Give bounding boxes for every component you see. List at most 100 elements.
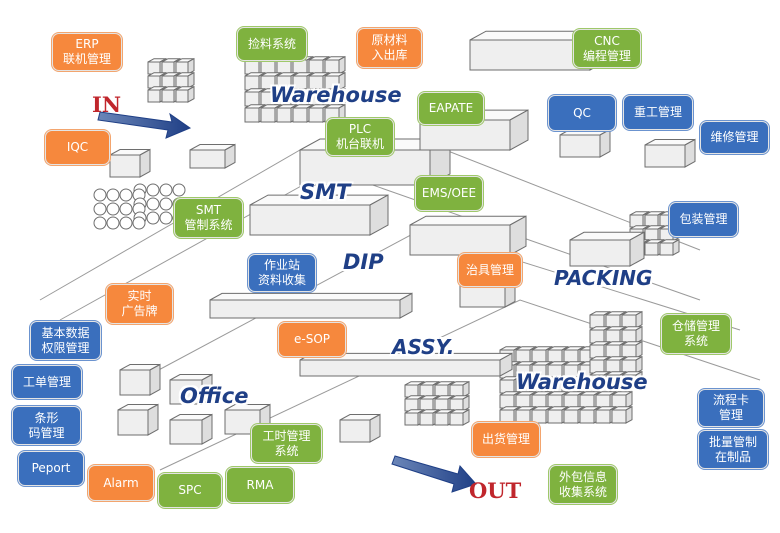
rack-warehouse-bottom-front — [547, 394, 563, 409]
desk-side — [224, 143, 236, 169]
tag-rma[interactable]: RMA — [226, 467, 294, 503]
iqc-desk-side — [139, 148, 151, 178]
tag-peport[interactable]: Peport — [18, 451, 84, 486]
reel — [106, 188, 120, 202]
reel — [146, 211, 160, 225]
reel — [159, 197, 173, 211]
reel — [93, 202, 107, 216]
rack-storage-front — [621, 344, 637, 359]
rack-warehouse-top-front — [292, 107, 308, 123]
tag-qc[interactable]: QC — [548, 95, 616, 131]
tag-raw-material[interactable]: 原材料 入出库 — [357, 28, 422, 68]
tag-basic-data[interactable]: 基本数据 权限管理 — [30, 321, 101, 360]
reel — [146, 183, 160, 197]
area-warehouse-bottom: Warehouse — [516, 370, 648, 394]
reel — [106, 216, 120, 230]
tag-plc[interactable]: PLC 机台联机 — [326, 118, 394, 156]
rack-storage-front — [589, 329, 605, 344]
reel — [106, 202, 120, 216]
dip-machine-front — [409, 224, 511, 256]
box-stack-out-front — [404, 412, 419, 426]
tag-batch[interactable]: 批量管制 在制品 — [698, 430, 768, 469]
in-label: IN — [92, 92, 122, 117]
assy-conveyor-2-side — [499, 352, 513, 377]
box-stack-packing-front — [644, 242, 659, 256]
reel — [119, 216, 133, 230]
rack-storage-front — [605, 314, 621, 329]
tag-fixture[interactable]: 治具管理 — [458, 253, 522, 287]
rack-storage-front — [621, 314, 637, 329]
rack-storage-side — [635, 355, 643, 374]
box-stack-packing-side — [672, 238, 680, 256]
tag-work-order[interactable]: 工单管理 — [12, 365, 82, 399]
tag-shipping[interactable]: 出货管理 — [472, 422, 540, 457]
tag-eapate[interactable]: EAPATE — [418, 92, 484, 125]
rack-warehouse-bottom-front — [547, 409, 563, 424]
smt-line-side — [369, 194, 389, 236]
office-desk-6-front — [339, 419, 371, 443]
rack-warehouse-top-front — [276, 107, 292, 123]
assy-conveyor-1-side — [399, 292, 413, 319]
packing-station-side — [629, 231, 645, 267]
box-stack-in-side — [187, 71, 195, 89]
rack-warehouse-bottom-front — [499, 379, 515, 394]
box-stack-in-side — [187, 57, 195, 75]
box-stack-in-front — [147, 89, 161, 103]
box-stack-out-side — [462, 380, 470, 398]
tag-repair[interactable]: 维修管理 — [700, 121, 769, 154]
tag-spc[interactable]: SPC — [158, 473, 222, 508]
rack-warehouse-bottom-front — [595, 394, 611, 409]
rack-storage-front — [589, 314, 605, 329]
qc-desk-front — [559, 134, 601, 158]
tag-picking[interactable]: 捡料系统 — [237, 27, 307, 61]
tag-smt-control[interactable]: SMT 管制系统 — [174, 198, 243, 238]
rack-warehouse-bottom-front — [579, 409, 595, 424]
tag-flow-card[interactable]: 流程卡 管理 — [698, 389, 764, 427]
rack-warehouse-top-front — [308, 107, 324, 123]
assy-conveyor-1-front — [209, 299, 401, 319]
tag-iqc[interactable]: IQC — [45, 130, 110, 165]
qc-desk-side — [599, 128, 611, 158]
reel — [172, 183, 186, 197]
rack-warehouse-bottom-front — [499, 394, 515, 409]
assy-conveyor-2-front — [299, 359, 501, 377]
box-stack-out-front — [434, 412, 449, 426]
tag-esop[interactable]: e-SOP — [278, 322, 346, 357]
rack-warehouse-top-front — [244, 59, 260, 75]
rack-warehouse-top-front — [244, 91, 260, 107]
rack-warehouse-bottom-front — [563, 394, 579, 409]
office-desk-2-front — [117, 409, 149, 436]
tag-man-hour[interactable]: 工时管理 系统 — [251, 424, 322, 463]
in-arrow — [97, 111, 192, 139]
rack-warehouse-top-side — [338, 71, 346, 91]
tag-outsource[interactable]: 外包信息 收集系统 — [549, 465, 617, 504]
tag-heavy[interactable]: 重工管理 — [623, 95, 693, 130]
tag-barcode[interactable]: 条形 码管理 — [12, 406, 81, 445]
tag-alarm[interactable]: Alarm — [88, 465, 154, 501]
rack-warehouse-bottom-front — [515, 349, 531, 364]
tag-cnc[interactable]: CNC 编程管理 — [573, 29, 641, 68]
tag-erp[interactable]: ERP 联机管理 — [52, 33, 122, 71]
box-stack-packing-front — [659, 242, 674, 256]
rack-storage-front — [589, 344, 605, 359]
office-desk-6-side — [369, 413, 381, 443]
tag-workstation[interactable]: 作业站 资料收集 — [248, 254, 316, 292]
tag-packaging[interactable]: 包装管理 — [669, 202, 738, 237]
office-desk-2-side — [147, 403, 159, 436]
rack-storage-side — [635, 325, 643, 344]
area-office: Office — [180, 384, 249, 408]
rack-storage-side — [635, 340, 643, 359]
area-dip: DIP — [343, 250, 384, 274]
rack-warehouse-bottom-front — [531, 394, 547, 409]
box-stack-out-side — [462, 408, 470, 426]
reel — [146, 197, 160, 211]
box-stack-in-front — [175, 89, 189, 103]
rack-warehouse-top-front — [308, 59, 324, 75]
eapate-machine-side — [509, 109, 529, 151]
rack-storage-side — [635, 370, 643, 389]
tag-storage[interactable]: 仓储管理 系统 — [661, 314, 731, 354]
tag-ems[interactable]: EMS/OEE — [415, 176, 483, 211]
tag-billboard[interactable]: 实时 广告牌 — [106, 284, 173, 324]
